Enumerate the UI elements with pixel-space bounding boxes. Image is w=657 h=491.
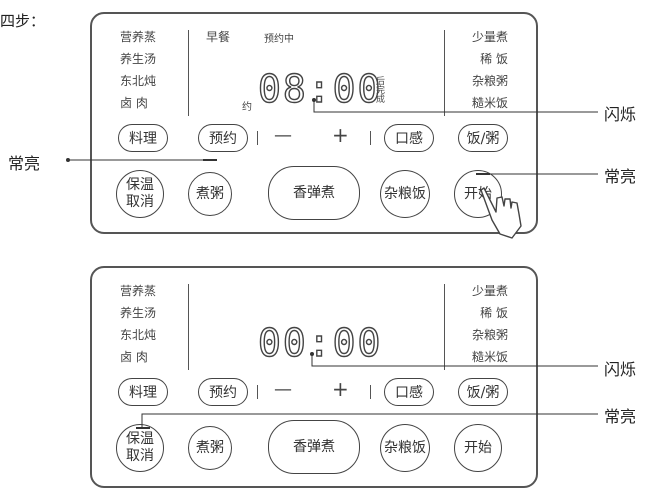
plus-button[interactable]: +	[332, 123, 349, 147]
cuisine-button[interactable]: 料理	[118, 378, 168, 406]
separator	[257, 385, 258, 399]
leader-line	[313, 100, 598, 113]
time-display: 08:00	[257, 67, 383, 111]
leader-line	[141, 413, 598, 428]
control-panel-1: 营养蒸 养生汤 东北炖 卤 肉 少量煮 稀 饭 杂粮粥 糙米饭 早餐 预约中 约…	[90, 12, 538, 234]
divider	[188, 284, 189, 370]
separator	[370, 131, 371, 145]
time-suffix: 后完成	[376, 77, 386, 105]
divider	[444, 284, 445, 370]
menu-right: 少量煮 稀 饭 杂粮粥 糙米饭	[472, 280, 508, 368]
menu-left: 营养蒸 养生汤 东北炖 卤 肉	[120, 280, 156, 368]
time-prefix: 约	[242, 102, 252, 113]
separator	[370, 385, 371, 399]
callout-blinking: 闪烁	[604, 105, 637, 124]
rice-porridge-button[interactable]: 饭/粥	[458, 378, 508, 406]
keep-warm-cancel-button[interactable]: 保温 取消	[116, 170, 164, 218]
menu-item: 糙米饭	[471, 350, 508, 364]
start-button[interactable]: 开始	[454, 424, 502, 472]
leader-line	[311, 354, 598, 367]
menu-left: 营养蒸 养生汤 东北炖 卤 肉	[120, 26, 156, 114]
divider	[188, 30, 189, 116]
leader-dot	[310, 352, 314, 356]
menu-item: 东北炖	[120, 74, 157, 88]
menu-item: 少量煮	[471, 30, 508, 44]
hand-pointer-icon	[480, 187, 522, 239]
time-display: 00:00	[257, 321, 383, 365]
reservation-indicator: 预约中	[264, 34, 294, 45]
menu-item: 卤 肉	[120, 96, 148, 110]
cuisine-button[interactable]: 料理	[118, 124, 168, 152]
callout-blinking-2: 闪烁	[604, 360, 637, 379]
menu-item: 杂粮粥	[471, 74, 508, 88]
step-label: 四步：	[0, 12, 46, 30]
leader-dot	[66, 158, 70, 162]
callout-steady-2: 常亮	[604, 407, 637, 426]
menu-item: 营养蒸	[120, 284, 157, 298]
menu-item: 养生汤	[120, 52, 157, 66]
menu-item: 东北炖	[120, 328, 157, 342]
divider	[444, 30, 445, 116]
fragrant-cook-button[interactable]: 香弹煮	[268, 420, 360, 474]
menu-item: 营养蒸	[120, 30, 157, 44]
plus-button[interactable]: +	[332, 377, 349, 401]
menu-item: 养生汤	[120, 306, 157, 320]
mixed-grain-button[interactable]: 杂粮饭	[380, 170, 430, 218]
mixed-grain-button[interactable]: 杂粮饭	[380, 424, 430, 472]
porridge-button[interactable]: 煮粥	[188, 426, 232, 470]
minus-button[interactable]: —	[274, 379, 292, 400]
control-panel-2: 营养蒸 养生汤 东北炖 卤 肉 少量煮 稀 饭 杂粮粥 糙米饭 00:00 料理…	[90, 266, 538, 488]
menu-item: 卤 肉	[120, 350, 148, 364]
texture-button[interactable]: 口感	[384, 124, 434, 152]
texture-button[interactable]: 口感	[384, 378, 434, 406]
menu-right: 少量煮 稀 饭 杂粮粥 糙米饭	[472, 26, 508, 114]
rice-porridge-button[interactable]: 饭/粥	[458, 124, 508, 152]
menu-item: 少量煮	[471, 284, 508, 298]
menu-item: 糙米饭	[471, 96, 508, 110]
callout-steady-left: 常亮	[8, 154, 41, 173]
callout-steady-right: 常亮	[604, 167, 637, 186]
keep-warm-cancel-button[interactable]: 保温 取消	[116, 424, 164, 472]
reserve-button[interactable]: 预约	[198, 124, 248, 152]
breakfast-indicator: 早餐	[206, 30, 231, 44]
menu-item: 稀 饭	[480, 306, 508, 320]
porridge-button[interactable]: 煮粥	[188, 172, 232, 216]
minus-button[interactable]: —	[274, 125, 292, 146]
reserve-button[interactable]: 预约	[198, 378, 248, 406]
menu-item: 杂粮粥	[471, 328, 508, 342]
leader-dot	[312, 98, 316, 102]
separator	[257, 131, 258, 145]
menu-item: 稀 饭	[480, 52, 508, 66]
fragrant-cook-button[interactable]: 香弹煮	[268, 166, 360, 220]
